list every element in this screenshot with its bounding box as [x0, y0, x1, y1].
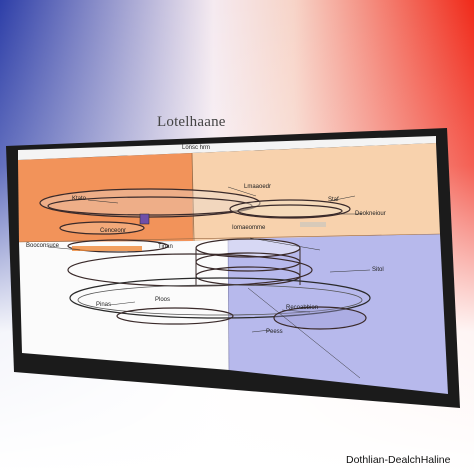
ring-top-right-inner — [237, 204, 343, 218]
label-iomaeomme: Iomaeomme — [232, 225, 266, 231]
ring-small-left — [59, 221, 145, 235]
accent-block-purple — [139, 213, 150, 225]
label-kanto: Ktato — [72, 196, 87, 202]
ring-top-right — [229, 199, 351, 219]
panel-bottom-left-white — [19, 239, 229, 370]
ring-top-left — [39, 188, 261, 218]
header-text: Lonsc hrm — [182, 145, 210, 151]
ring-lower-wide — [69, 277, 371, 319]
label-pinas: Pinas — [96, 302, 111, 308]
ring-right-lavender — [273, 306, 367, 330]
label-sat: Staf — [328, 197, 339, 203]
accent-block-gray — [300, 222, 326, 227]
accent-block-orange — [72, 246, 142, 251]
connector-lines — [47, 186, 371, 379]
ring-center-large — [67, 253, 313, 287]
label-peess: Peess — [266, 329, 283, 335]
caption: Dothlian-DealchHaline — [346, 454, 451, 466]
label-ploos: Ploos — [155, 297, 170, 303]
diagram-title: Lotelhaane — [157, 114, 226, 130]
label-tinan: Tinan — [158, 244, 173, 250]
label-conceonr: Cenceonr — [100, 228, 126, 234]
ring-lower-wide-inner — [77, 284, 363, 316]
label-recoabbion: Recoabbion — [286, 305, 318, 311]
divider-vertical — [191, 152, 195, 242]
ring-bottom-left — [116, 307, 234, 325]
panel-bottom-right-lavender — [228, 234, 448, 394]
label-deokneiour: Deokneiour — [355, 211, 386, 217]
label-lmaaoedr: Lmaaoedr — [244, 184, 271, 190]
ring-stack — [39, 188, 371, 330]
label-sitol: Sitol — [372, 267, 384, 273]
divider-vertical-lower — [227, 238, 230, 371]
board-header-strip — [18, 136, 436, 160]
label-boconsuce: Booconsuce — [26, 243, 60, 249]
ring-small-left-2 — [67, 239, 169, 253]
